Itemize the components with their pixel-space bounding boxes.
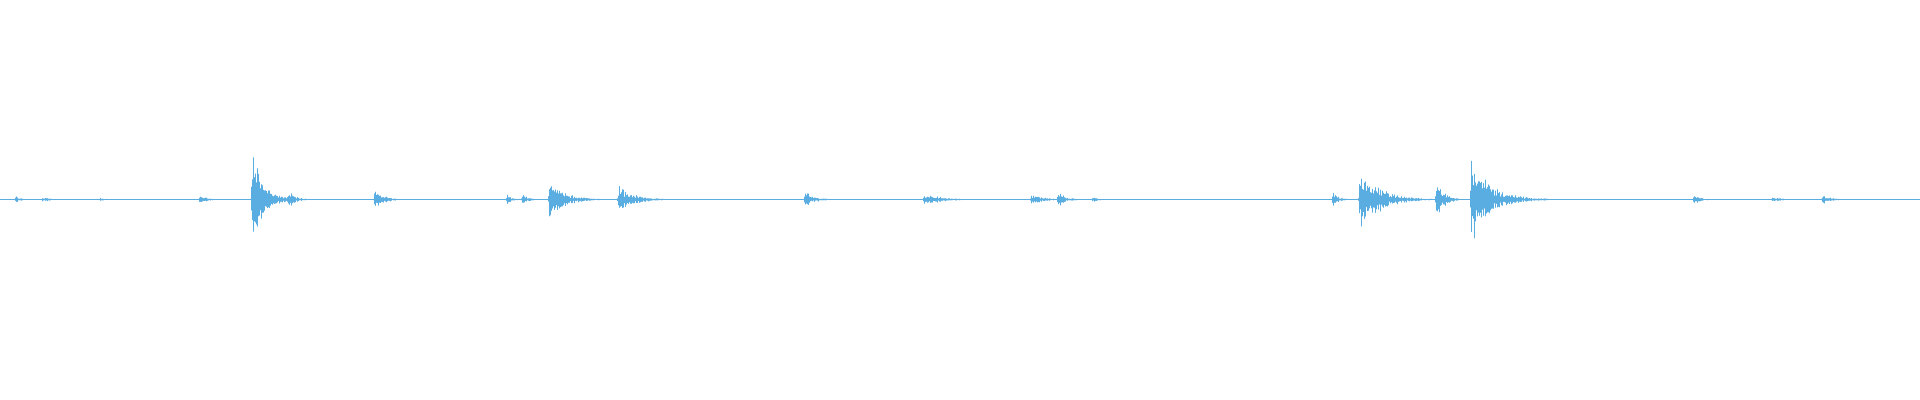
waveform-trace	[0, 157, 1920, 239]
